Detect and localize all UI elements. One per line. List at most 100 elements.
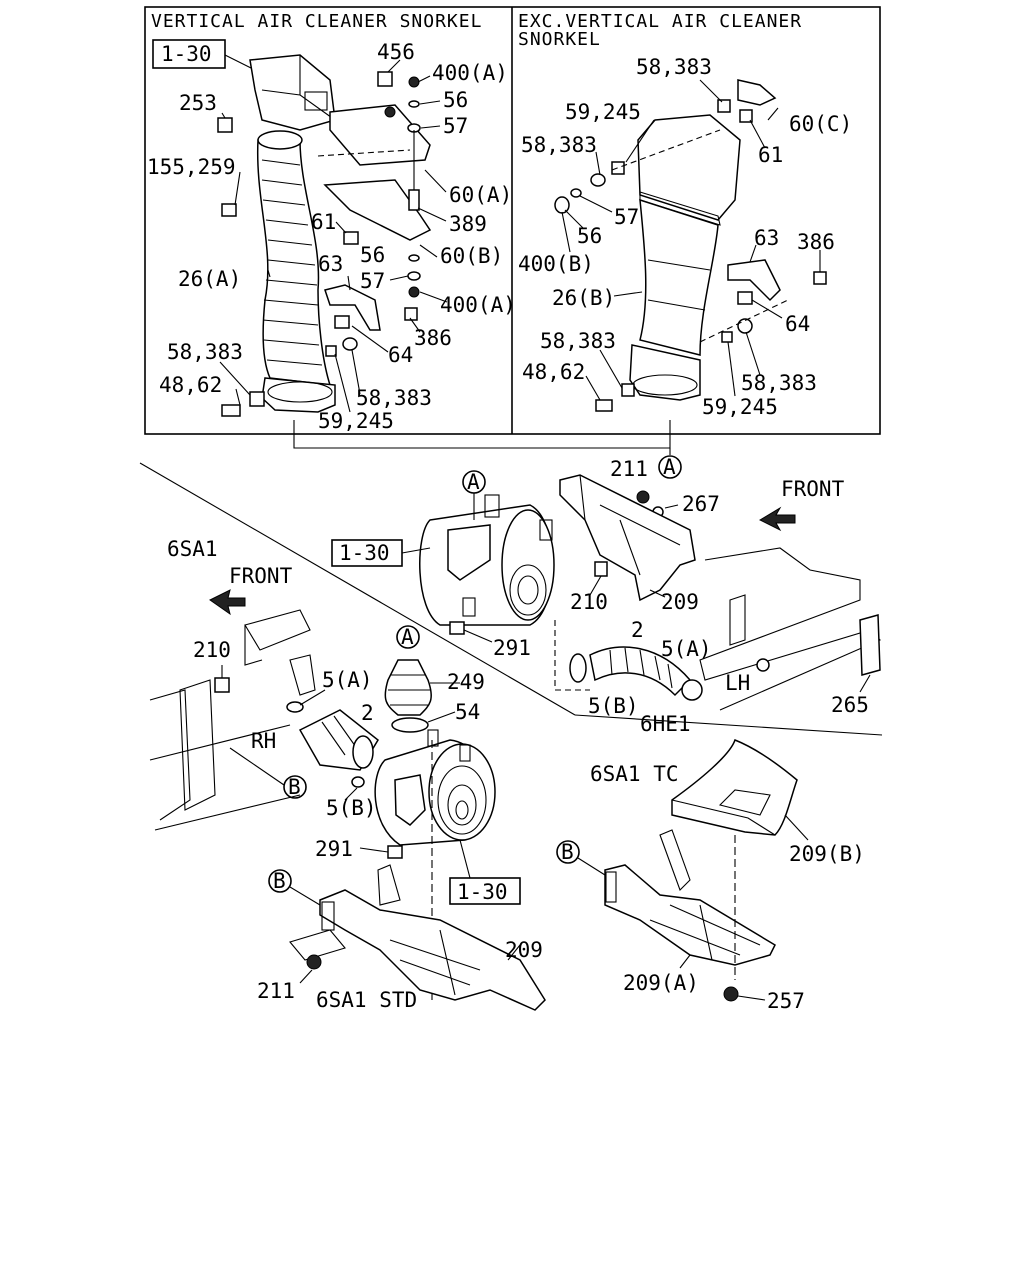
nut-400b (554, 196, 570, 214)
label-267: 267 (682, 492, 720, 516)
label-249: 249 (447, 670, 485, 694)
label-57b: 57 (360, 269, 385, 293)
label-456: 456 (377, 40, 415, 64)
label-253: 253 (179, 91, 217, 115)
label-59-245a: 59,245 (318, 409, 394, 433)
front-arrow-b (209, 589, 246, 616)
label-61a: 61 (311, 210, 336, 234)
left-leaders (219, 59, 448, 413)
label-57c: 57 (614, 205, 639, 229)
label-5b-a: 5(B) (588, 694, 639, 718)
label-386b: 386 (797, 230, 835, 254)
label-48-62b: 48,62 (522, 360, 585, 384)
label-210b: 210 (570, 590, 608, 614)
callout-a-top (658, 455, 682, 479)
label-63a: 63 (318, 252, 343, 276)
label-61b: 61 (758, 143, 783, 167)
callout-b-mid-text: B (288, 775, 301, 799)
bracket-265 (859, 614, 881, 676)
callout-b-mid (283, 775, 307, 799)
bracket-209-std (319, 889, 546, 1011)
clamp-5b-a (569, 653, 587, 683)
label-400a-2: 400(A) (440, 293, 516, 317)
intake-elbow (629, 344, 701, 401)
right-leaders (561, 79, 821, 401)
clamp-5a-a (681, 679, 703, 701)
bracket-60a (329, 104, 431, 166)
label-6sa1-tc: 6SA1 TC (590, 762, 679, 786)
label-6sa1: 6SA1 (167, 537, 218, 561)
label-5b-b: 5(B) (326, 796, 377, 820)
callout-b-tc (556, 840, 580, 864)
label-56a: 56 (443, 88, 468, 112)
label-26b: 26(B) (552, 286, 615, 310)
left-panel-title: VERTICAL AIR CLEANER SNORKEL (151, 11, 482, 32)
label-155-259: 155,259 (147, 155, 236, 179)
nut-257 (723, 986, 739, 1002)
label-56b: 56 (360, 243, 385, 267)
bolt-210a (594, 561, 608, 577)
label-56c: 56 (577, 224, 602, 248)
bolt-61a (343, 231, 359, 245)
bolt-210b (214, 677, 230, 693)
label-389: 389 (449, 212, 487, 236)
label-2b: 2 (361, 701, 374, 725)
vehicle-layout-6sa1-tc: 6SA1 TC 209(B) B 257 209(A) (556, 739, 865, 1013)
bracket-209a (604, 864, 776, 966)
label-58-383c: 58,383 (521, 133, 597, 157)
top-panels: VERTICAL AIR CLEANER SNORKEL EXC.VERTICA… (144, 6, 881, 455)
front-arrow-a (758, 506, 796, 532)
label-64b: 64 (785, 312, 810, 336)
washer-57c (570, 188, 582, 198)
label-5a-b: 5(A) (322, 668, 373, 692)
label-211b: 211 (257, 979, 295, 1003)
label-59-245b: 59,245 (565, 100, 641, 124)
label-257: 257 (767, 989, 805, 1013)
label-400a: 400(A) (432, 61, 508, 85)
callout-b-low (268, 869, 292, 893)
label-60a: 60(A) (449, 183, 512, 207)
bolt-61b (739, 109, 753, 123)
label-63b: 63 (754, 226, 779, 250)
label-209a-2: 209(A) (623, 971, 699, 995)
bolt-64b (737, 291, 753, 305)
bolt-386a (404, 307, 418, 321)
label-291b: 291 (315, 837, 353, 861)
label-48-62a: 48,62 (159, 373, 222, 397)
label-291a: 291 (493, 636, 531, 660)
bolt-386b (813, 271, 827, 285)
label-rh: RH (251, 729, 276, 753)
label-front-a: FRONT (781, 477, 845, 501)
bolt-64a (334, 315, 350, 329)
nut-211b (306, 954, 322, 970)
label-58-383d: 58,383 (636, 55, 712, 79)
intake-duct-26b (639, 198, 719, 356)
clamp-5a-b (286, 701, 304, 713)
stud-389 (408, 189, 420, 211)
clamp-54 (391, 717, 429, 733)
vertical-snorkel-assembly: 1-30 (147, 39, 516, 433)
label-211a: 211 (610, 457, 648, 481)
label-60c: 60(C) (789, 112, 852, 136)
snorkel-cap (249, 54, 336, 131)
right-panel-title-line1: EXC.VERTICAL AIR CLEANER (518, 11, 802, 32)
label-58-383f: 58,383 (741, 371, 817, 395)
label-58-383b: 58,383 (356, 386, 432, 410)
label-60b: 60(B) (440, 244, 503, 268)
washer-56 (408, 100, 420, 108)
ref-1-30-a: 1-30 (161, 42, 212, 66)
panel-link-line (293, 420, 671, 449)
label-6he1: 6HE1 (640, 712, 691, 736)
bolt-155-259 (221, 203, 237, 217)
label-57a: 57 (443, 114, 468, 138)
frame-rail-rh (149, 689, 191, 821)
label-front-b: FRONT (229, 564, 293, 588)
label-209c: 209 (505, 938, 543, 962)
label-59-245c: 59,245 (702, 395, 778, 419)
clip-253 (217, 117, 233, 133)
label-209a: 209 (661, 590, 699, 614)
clamp-5b-b (351, 776, 365, 788)
label-58-383a: 58,383 (167, 340, 243, 364)
label-210a: 210 (193, 638, 231, 662)
ref-1-30-b: 1-30 (339, 541, 390, 565)
